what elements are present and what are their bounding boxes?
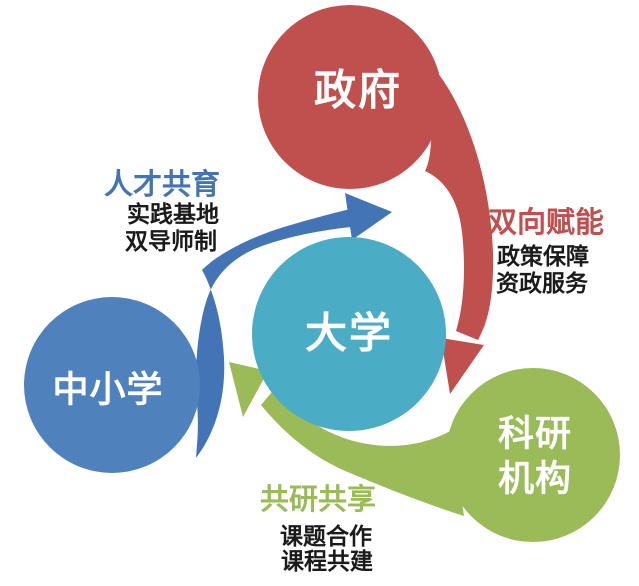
- share-arrow-body: [261, 387, 464, 516]
- node-research: 科研 机构: [446, 368, 620, 542]
- empower-sub1: 政策保障: [497, 243, 589, 270]
- link-research-to-schools: [229, 362, 464, 516]
- share-sub1: 课题合作: [280, 523, 372, 550]
- link-government-to-research: [425, 68, 494, 394]
- share-title: 共研共享: [260, 482, 376, 516]
- university-circle: [252, 237, 446, 431]
- government-label: 政府: [314, 66, 402, 115]
- node-government: 政府: [258, 5, 442, 189]
- link-schools-to-government: [196, 193, 392, 458]
- talent-sub1: 实践基地: [127, 201, 219, 228]
- university-label: 大学: [305, 309, 393, 358]
- talent-title: 人才共育: [104, 167, 220, 201]
- talent-arrowhead-icon: [345, 193, 392, 240]
- empower-title: 双向赋能: [488, 205, 604, 239]
- schools-label: 中小学: [52, 369, 163, 411]
- empower-sub2: 资政服务: [496, 271, 589, 297]
- government-circle: [258, 5, 442, 189]
- node-university: 大学: [252, 237, 446, 431]
- empower-arrow-body: [425, 68, 494, 340]
- talent-label-group: 人才共育 实践基地 双导师制: [104, 167, 220, 255]
- empower-label-group: 双向赋能 政策保障 资政服务: [488, 205, 604, 297]
- share-sub2: 课程共建: [281, 549, 373, 575]
- research-circle: [446, 368, 620, 542]
- node-schools: 中小学: [24, 297, 200, 473]
- empower-arrowhead-icon: [441, 338, 484, 394]
- share-arrowhead-icon: [229, 362, 268, 417]
- talent-sub2: 双导师制: [125, 229, 217, 255]
- research-label-line2: 机构: [498, 459, 572, 500]
- research-label-line1: 科研: [498, 414, 572, 455]
- schools-circle: [24, 297, 200, 473]
- share-label-group: 共研共享 课题合作 课程共建: [260, 482, 376, 575]
